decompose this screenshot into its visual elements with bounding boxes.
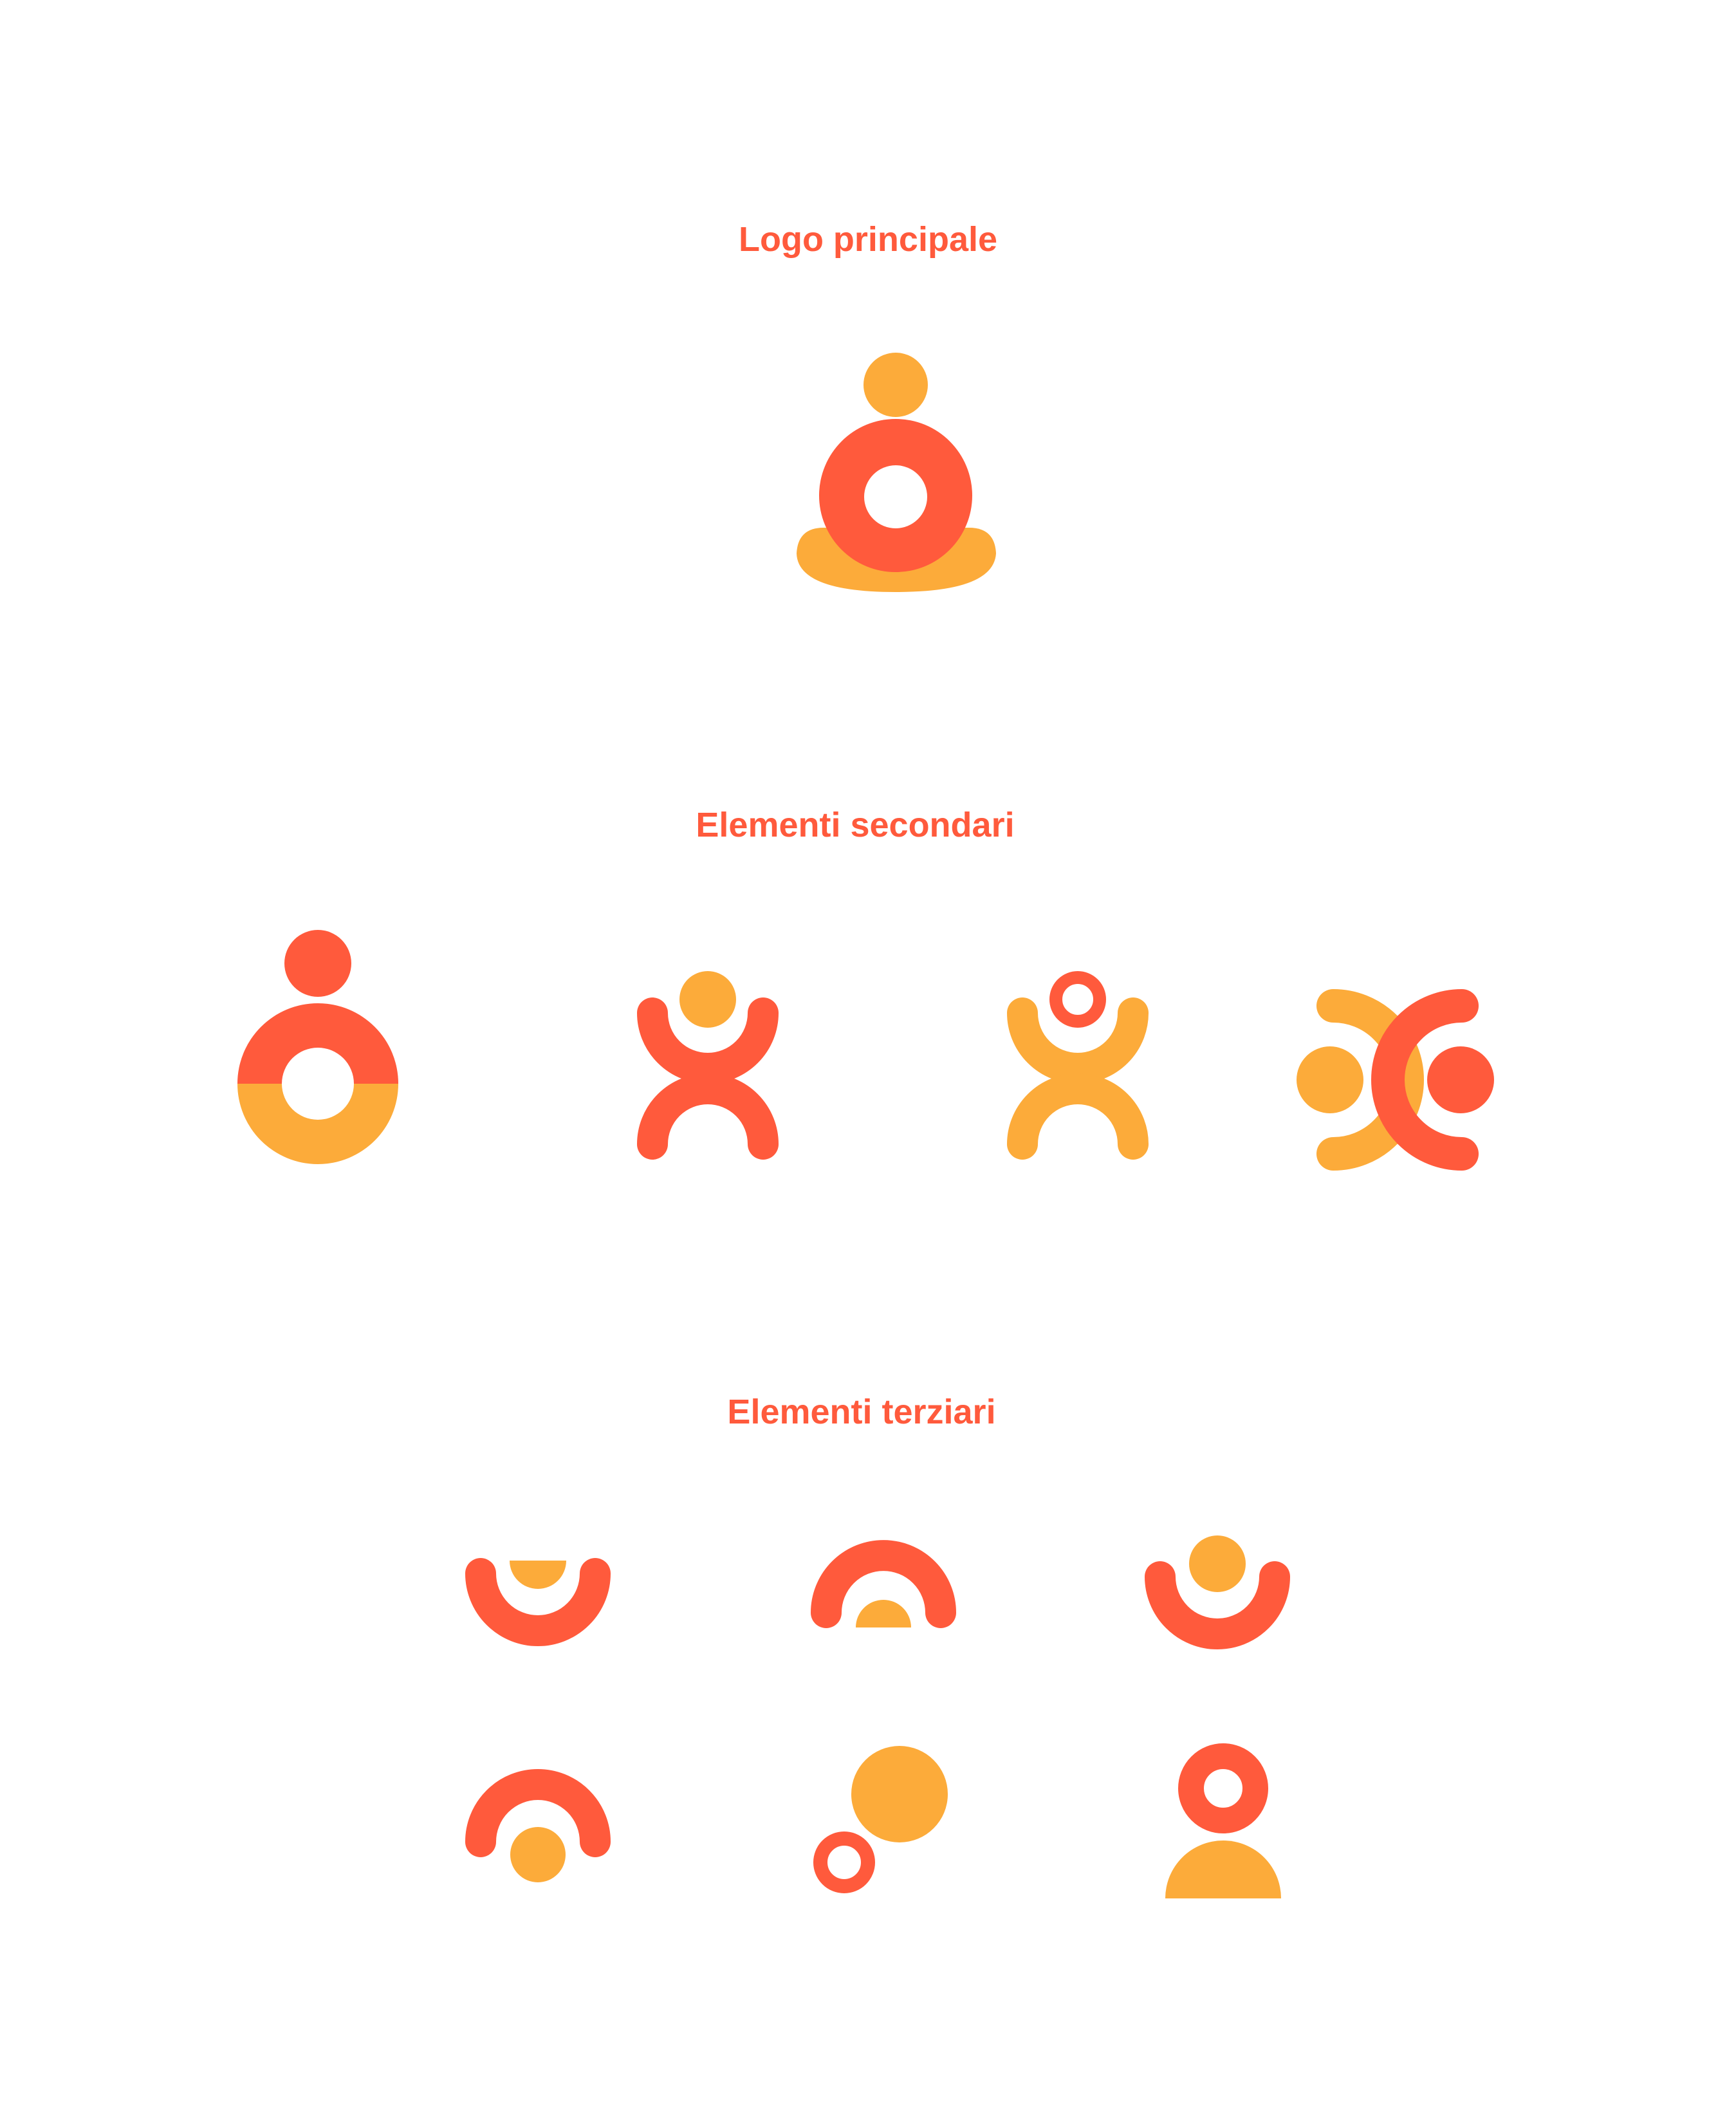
ring-and-dot-icon [813,1746,948,1893]
rainbow-arc-half-dot-icon [811,1540,956,1628]
section-title-elementi-secondari: Elementi secondari [696,806,1015,844]
section-title-elementi-terziari: Elementi terziari [727,1393,996,1431]
two-facing-figures-icon [1297,989,1494,1171]
meditating-figure-logo [797,353,996,592]
figure-split-ring-icon [237,930,398,1164]
section-title-logo-principale: Logo principale [738,220,998,259]
figure-arms-up-red-icon [637,971,779,1160]
person-ring-icon [1165,1743,1281,1898]
figure-arms-up-yellow-icon [1007,971,1149,1160]
smile-arc-dot-icon [1145,1535,1290,1649]
rainbow-arc-dot-icon [465,1769,611,1882]
smile-arc-half-dot-icon [465,1558,611,1646]
